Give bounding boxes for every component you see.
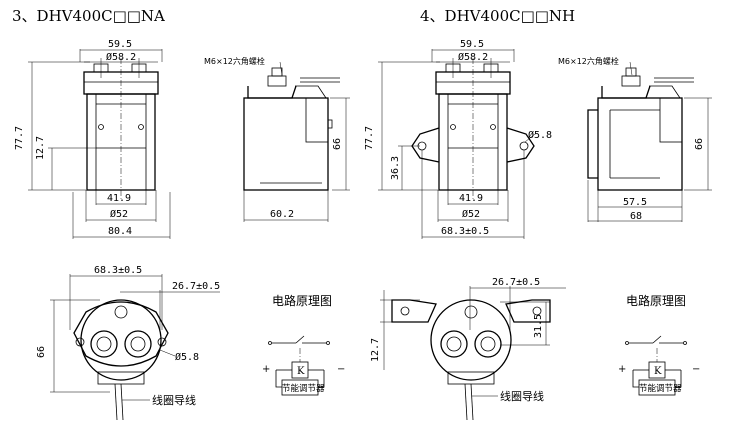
title-na: 3、DHV400C□□NA: [12, 7, 165, 25]
circuit-minus-right: −: [692, 364, 700, 375]
nh-coil-label: 线圈导线: [500, 389, 544, 403]
na-side-view: M6×12六角螺栓 66 60.2: [204, 56, 350, 222]
na-dim-width: 59.5: [108, 39, 132, 50]
circuit-title-right: 电路原理图: [626, 293, 686, 308]
na-bolt-label: M6×12六角螺栓: [204, 56, 265, 66]
na-dim-bot-w: 68.3±0.5: [94, 265, 142, 276]
nh-dim-hole: Ø5.8: [528, 129, 552, 141]
circuit-regulator-left: 节能调节器: [282, 383, 325, 394]
na-dim-height-mid: 12.7: [35, 136, 46, 160]
circuit-k-right: K: [654, 366, 662, 377]
nh-dim-side-w2: 68: [630, 211, 642, 222]
na-dim-height-total: 77.7: [14, 126, 25, 150]
na-dim-inner: 41.9: [107, 193, 131, 204]
nh-dim-dia-bot: Ø52: [462, 208, 480, 220]
nh-bolt-label: M6×12六角螺栓: [558, 56, 619, 66]
nh-dim-side-w1: 57.5: [623, 197, 647, 208]
nh-dim-dia-top: Ø58.2: [458, 51, 488, 63]
circuit-plus-left: +: [262, 364, 270, 375]
circuit-regulator-right: 节能调节器: [639, 383, 682, 394]
circuit-title-left: 电路原理图: [272, 293, 332, 308]
na-dim-dia-bot: Ø52: [110, 208, 128, 220]
circuit-left: 电路原理图 K + − 节能调节器: [262, 293, 345, 396]
nh-dim-inner: 41.9: [459, 193, 483, 204]
nh-front-view: 59.5 Ø58.2 Ø5.8 77.7 36.3 41.9: [364, 39, 552, 239]
nh-dim-side-h: 66: [694, 138, 705, 150]
circuit-k-left: K: [297, 366, 305, 377]
nh-dim-width: 59.5: [460, 39, 484, 50]
na-dim-base: 80.4: [108, 226, 132, 237]
na-dim-hole: Ø5.8: [175, 351, 199, 363]
title-nh: 4、DHV400C□□NH: [420, 7, 575, 25]
nh-dim-height-total: 77.7: [364, 126, 375, 150]
nh-dim-bot-h2: 12.7: [370, 338, 381, 362]
nh-dim-height-mid: 36.3: [390, 156, 401, 180]
na-dim-bot-pitch: 26.7±0.5: [172, 281, 220, 292]
circuit-minus-left: −: [337, 364, 345, 375]
na-dim-side-w: 60.2: [270, 209, 294, 220]
nh-dim-bot-h1: 31.5: [533, 314, 544, 338]
nh-side-view: M6×12六角螺栓 66 57.5 68: [558, 56, 712, 222]
na-front-view: 59.5 Ø58.2 77.7 12.7 41.9 Ø52: [14, 39, 171, 239]
circuit-plus-right: +: [618, 364, 626, 375]
circuit-right: 电路原理图 K + − 节能调节器: [618, 293, 700, 396]
nh-dim-bot-pitch: 26.7±0.5: [492, 277, 540, 288]
na-dim-bot-h: 66: [36, 346, 47, 358]
na-dim-side-h: 66: [332, 138, 343, 150]
na-bottom-view: 68.3±0.5 26.7±0.5 66 Ø5.8 线圈导线: [36, 265, 220, 421]
na-dim-dia-top: Ø58.2: [106, 51, 136, 63]
nh-dim-base: 68.3±0.5: [441, 226, 489, 237]
nh-bottom-view: 26.7±0.5 31.5 12.7 线圈导线: [370, 277, 566, 421]
na-coil-label: 线圈导线: [152, 393, 196, 407]
